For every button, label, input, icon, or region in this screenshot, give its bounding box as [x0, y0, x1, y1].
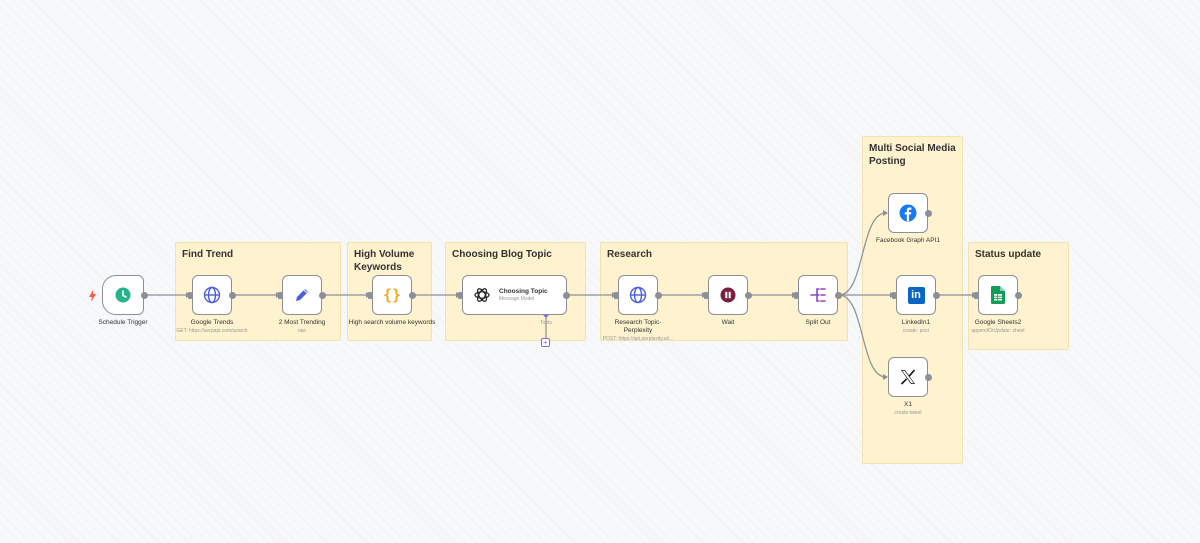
google-trends-node[interactable] [192, 275, 232, 315]
output-handle[interactable] [141, 292, 148, 299]
node-label: LinkedIn1 [901, 319, 931, 326]
choosing-topic-node[interactable]: Choosing Topic Message Model [462, 275, 567, 315]
plus-icon: + [543, 338, 548, 347]
output-handle[interactable] [933, 292, 940, 299]
output-handle[interactable] [925, 374, 932, 381]
connection-split-to-x [838, 294, 887, 378]
linkedin-icon: in [907, 286, 925, 304]
output-handle[interactable] [925, 210, 932, 217]
input-handle[interactable] [892, 292, 896, 299]
node-label: Facebook Graph API1 [876, 237, 940, 244]
trigger-lightning-icon [88, 289, 97, 302]
code-braces-icon: {} [382, 286, 402, 304]
input-handle[interactable] [614, 292, 618, 299]
facebook-graph-api-node[interactable] [888, 193, 928, 233]
input-handle[interactable] [974, 292, 978, 299]
node-subtitle: Message Model [499, 296, 535, 302]
sticky-title: Multi Social Media Posting [869, 143, 956, 167]
node-label: Google Sheets2 [974, 319, 1022, 326]
input-handle[interactable] [704, 292, 708, 299]
node-label: Wait [721, 319, 735, 326]
google-sheets-icon [991, 286, 1005, 304]
node-subtitle: create: post [902, 328, 930, 334]
x-node[interactable] [888, 357, 928, 397]
output-handle[interactable] [655, 292, 662, 299]
node-subtitle: GET: https://serpapi.com/search [176, 328, 248, 334]
output-handle[interactable] [835, 292, 842, 299]
sticky-title: Research [607, 249, 653, 260]
input-handle[interactable] [278, 292, 282, 299]
output-handle[interactable] [563, 292, 570, 299]
node-label: Choosing Topic [499, 288, 548, 295]
two-most-trending-node[interactable] [282, 275, 322, 315]
linkedin-logo-text: in [911, 288, 921, 301]
schedule-trigger-node[interactable] [102, 275, 144, 315]
node-subtitle: POST: https://api.perplexity.ai/... [602, 336, 674, 342]
pause-icon [720, 287, 736, 303]
clock-icon [115, 287, 131, 303]
node-label: High search volume keywords [348, 319, 436, 326]
output-handle[interactable] [319, 292, 326, 299]
node-label: Split Out [805, 319, 831, 326]
openai-icon [473, 286, 491, 304]
pencil-icon [293, 286, 311, 304]
sticky-title: Find Trend [182, 249, 234, 260]
node-label: Google Trends [190, 319, 234, 326]
sticky-title: Choosing Blog Topic [452, 249, 552, 260]
connection-split-to-facebook [838, 212, 887, 296]
output-handle[interactable] [409, 292, 416, 299]
output-handle[interactable] [745, 292, 752, 299]
node-label: Schedule Trigger [98, 319, 148, 326]
node-label: X1 [904, 401, 912, 408]
linkedin-node[interactable]: in [896, 275, 936, 315]
output-handle[interactable] [229, 292, 236, 299]
output-handle[interactable] [1015, 292, 1022, 299]
node-label: 2 Most Trending [278, 319, 326, 326]
google-sheets-node[interactable] [978, 275, 1018, 315]
wait-node[interactable] [708, 275, 748, 315]
add-tool-button[interactable]: + [541, 338, 550, 347]
input-handle[interactable] [368, 292, 372, 299]
input-handle[interactable] [794, 292, 798, 299]
globe-icon [629, 286, 647, 304]
facebook-icon [899, 204, 917, 222]
x-icon [899, 368, 917, 386]
sticky-title: Status update [975, 249, 1042, 260]
input-handle[interactable] [458, 292, 462, 299]
globe-icon [203, 286, 221, 304]
input-handle[interactable] [188, 292, 192, 299]
sticky-title: High Volume Keywords [354, 249, 415, 273]
split-out-node[interactable] [798, 275, 838, 315]
split-icon [809, 286, 827, 304]
research-topic-perplexity-node[interactable] [618, 275, 658, 315]
node-subtitle: create:tweet [894, 410, 922, 416]
node-subtitle: raw [297, 328, 307, 334]
node-subtitle: appendOrUpdate: sheet [971, 328, 1025, 334]
high-search-volume-node[interactable]: {} [372, 275, 412, 315]
tools-label: Tools [540, 320, 552, 326]
node-label: Research Topic- Perplexity [614, 319, 662, 334]
